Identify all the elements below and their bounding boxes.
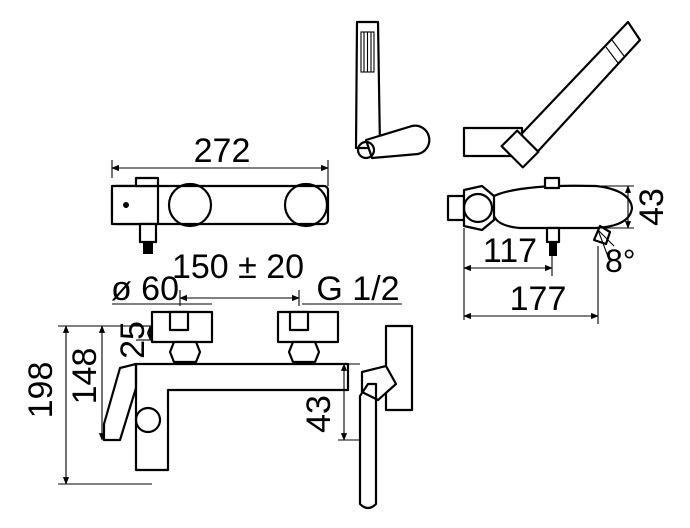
shower-holder-front xyxy=(364,124,431,160)
spout-cap xyxy=(134,406,162,434)
right-connection-circle xyxy=(283,182,329,228)
dim-projection-short: 117 xyxy=(483,232,537,270)
dim-center-distance: 150 ± 20 xyxy=(172,248,304,286)
dim-side-height: 43 xyxy=(633,188,671,226)
side-body xyxy=(492,184,634,230)
cartridge-housing xyxy=(110,184,160,226)
front-view: 150 ± 20 ø 60 G 1/2 25 198 148 43 xyxy=(22,248,414,510)
dim-connection-height: 25 xyxy=(114,321,152,359)
side-view: 43 8° 117 177 xyxy=(446,176,671,324)
tilted-handle xyxy=(508,20,642,162)
left-connection-circle xyxy=(167,182,213,228)
shower-outlet-top xyxy=(138,222,158,244)
dim-projection-long: 177 xyxy=(510,280,567,318)
mixer-handle-front xyxy=(102,362,138,442)
side-outlet xyxy=(545,226,561,244)
side-nut xyxy=(462,184,496,232)
top-view: 272 xyxy=(110,132,330,254)
dim-total-height: 198 xyxy=(22,362,60,419)
hand-shower-front xyxy=(354,20,431,160)
handle-cap-top xyxy=(134,176,160,188)
dim-body-height: 43 xyxy=(300,395,338,433)
right-nut xyxy=(287,340,321,364)
dim-escutcheon-diameter: ø 60 xyxy=(111,270,179,308)
side-handle-cap xyxy=(543,176,561,190)
side-wall-plate xyxy=(446,194,466,222)
dim-tilt-angle: 8° xyxy=(605,243,636,279)
left-nut xyxy=(168,340,202,364)
cartridge-dot xyxy=(123,202,129,208)
side-spout xyxy=(358,382,378,510)
outlet-thread-top xyxy=(143,242,153,254)
dim-thread: G 1/2 xyxy=(316,270,399,308)
hand-shower-tilted xyxy=(462,20,642,169)
side-lever-front xyxy=(384,324,414,412)
lever-joint xyxy=(360,364,398,402)
dim-outlet-height: 148 xyxy=(66,348,104,405)
dim-overall-width: 272 xyxy=(194,132,251,170)
tilted-connector xyxy=(500,129,540,169)
side-lever xyxy=(592,224,612,246)
